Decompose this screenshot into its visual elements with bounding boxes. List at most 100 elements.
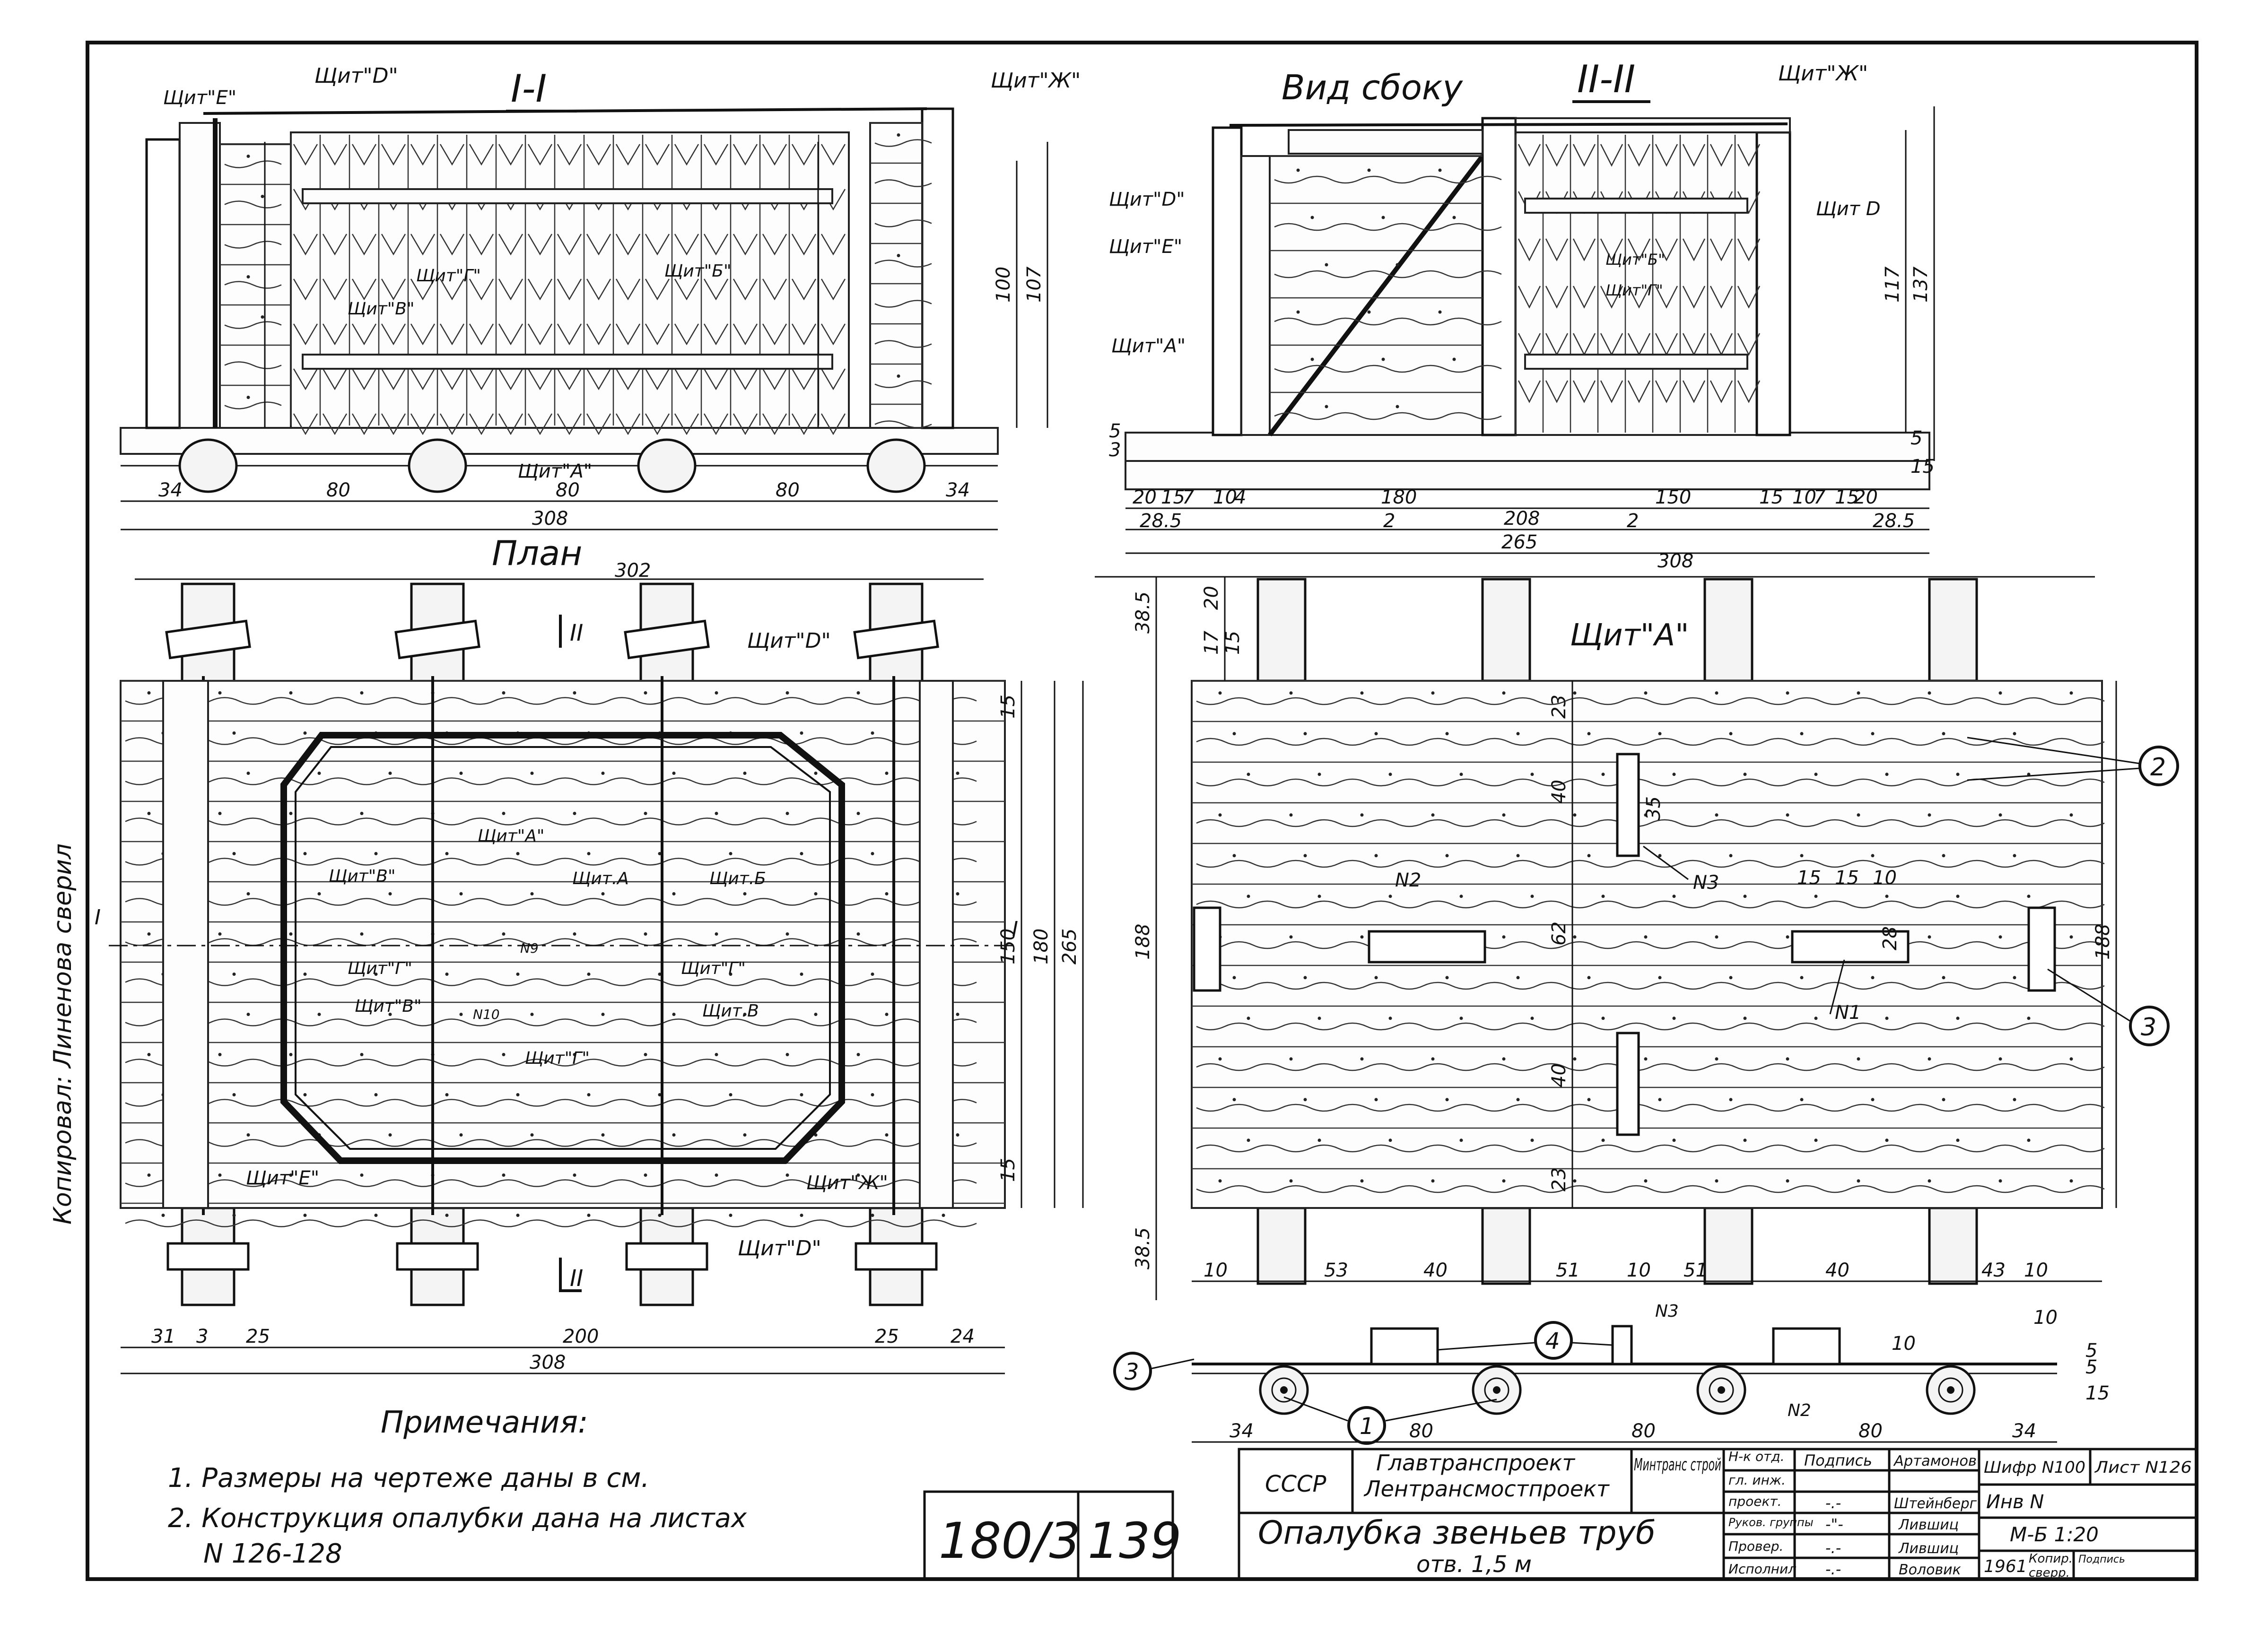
sa-dim-bottom-7: 40 [1825, 1260, 1849, 1281]
sv-dim-28a: 28.5 [1140, 510, 1182, 532]
sa-dim-38b: 38.5 [1132, 1227, 1154, 1269]
bv-dim-5a: 5 [2085, 1340, 2097, 1362]
sa-dim-35: 35 [1643, 796, 1665, 820]
sv-dim-117: 117 [1882, 266, 1903, 303]
sv-label-d: Щит"D" [1109, 189, 1185, 210]
shield-a-post-top-1 [1256, 578, 1307, 682]
tb-role-1: Н-к отд. [1728, 1449, 1785, 1464]
s1-label-g: Щит"Г" [416, 266, 481, 286]
sv-dim-left-3: 3 [1109, 439, 1121, 461]
sv-dim-28b: 28.5 [1873, 510, 1915, 532]
side-view-title: Вид сбоку [1282, 68, 1463, 107]
notes-title: Примечания: [381, 1405, 588, 1440]
log-1 [178, 438, 238, 493]
plan-label-n9: N9 [520, 940, 539, 956]
sv-dim-row1-11: 15 [1835, 487, 1859, 508]
plan-label-g1: Щит"Г" [348, 959, 412, 978]
plan-dim-25b: 25 [875, 1326, 899, 1347]
shield-a-post-top-2 [1481, 578, 1531, 682]
bv-dim-80a: 80 [1409, 1420, 1433, 1442]
sa-dim-t10: 10 [1873, 867, 1897, 889]
tb-code: Шифр N100 [1984, 1458, 2085, 1477]
tb-sheet: Лист N126 [2094, 1458, 2192, 1477]
shield-a-posts [1256, 578, 1978, 1285]
sv-label-d2: Щит D [1816, 198, 1881, 220]
side-view: Вид сбоку II-II Щит"Ж" Щит"D" Щит"Е" Щит… [1109, 57, 1935, 554]
sa-callout-2-text: 2 [2150, 753, 2166, 782]
bv-callout-4-text: 4 [1545, 1328, 1560, 1355]
plan-label-v1: Щит"В" [329, 867, 396, 886]
tb-signature-header: Подпись [1804, 1451, 1872, 1469]
plan-dim-15a: 15 [997, 695, 1019, 719]
sv-dim-row1-5: 4 [1234, 487, 1246, 508]
sv-dim-row1-3: 7 [1182, 487, 1195, 508]
sa-callout-3 [2129, 1006, 2170, 1046]
sa-dim-40b: 40 [1548, 1063, 1570, 1087]
page-number: 139 [1088, 1512, 1182, 1570]
plan-dim-top: 302 [615, 560, 651, 582]
plan-inner-form [280, 732, 845, 1164]
sv-dim-2a: 2 [1383, 510, 1395, 532]
notes-item-1: 1. Размеры на чертеже даны в см. [168, 1463, 649, 1494]
section-1-view: I-I Щит"Е" Щит"D" Щит"Ж" Щит"Г" [120, 64, 1081, 530]
sv-dim-5: 5 [1910, 427, 1922, 449]
plan-label-a1: Щит"А" [478, 826, 545, 846]
s1-dim-100: 100 [993, 267, 1014, 303]
sa-callout-3-text: 3 [2141, 1013, 2156, 1042]
s1-dim-80b: 80 [556, 479, 580, 501]
tb-name-4: Лившиц [1898, 1540, 1959, 1557]
tb-copy-sub: Подпись [2078, 1554, 2125, 1565]
section-1-title: I-I [511, 67, 547, 111]
sv-dim-15: 15 [1910, 456, 1935, 478]
sa-marker-n3: N3 [1693, 872, 1719, 894]
tb-org2: Лентрансмостпроект [1363, 1476, 1610, 1502]
s1-label-zh: Щит"Ж" [991, 69, 1081, 93]
sa-dim-bottom-4: 51 [1556, 1260, 1580, 1281]
tb-drawing-subtitle: отв. 1,5 м [1416, 1551, 1532, 1578]
plan-mark-II-bottom: II [570, 1265, 583, 1292]
album-number: 180/3 [939, 1512, 1081, 1570]
tb-country: СССР [1265, 1471, 1326, 1497]
plan-dim-total: 308 [530, 1352, 566, 1373]
sa-dim-23a: 23 [1548, 695, 1570, 719]
shield-a-post-bottom-3 [1703, 1207, 1753, 1285]
s1-dim-total: 308 [532, 508, 568, 530]
bv-marker-n2: N2 [1788, 1401, 1811, 1420]
bv-callout-3-text: 3 [1125, 1359, 1139, 1385]
sa-dim-38a: 38.5 [1132, 591, 1154, 634]
tb-dash-2: -"- [1825, 1515, 1843, 1533]
log-4 [866, 438, 926, 493]
bottom-view-wheels [1259, 1365, 1976, 1415]
tb-org1: Главтранспроект [1376, 1450, 1575, 1476]
notes-block: Примечания: 1. Размеры на чертеже даны в… [168, 1405, 747, 1569]
sv-label-g: Щит"Г" [1605, 281, 1663, 299]
plan-dim-31: 31 [151, 1326, 175, 1347]
bv-dim-5b: 5 [2085, 1356, 2097, 1378]
sv-label-a: Щит"А" [1111, 335, 1186, 357]
sa-dim-23b: 23 [1548, 1167, 1570, 1191]
plan-label-b: Щит.Б [709, 869, 766, 888]
title-block: СССР Главтранспроект Лентрансмостпроект … [1238, 1448, 2198, 1581]
sa-dim-bottom-2: 53 [1324, 1260, 1348, 1281]
tb-dash-3: -.- [1825, 1539, 1841, 1557]
sv-dim-2b: 2 [1627, 510, 1639, 532]
log-3 [637, 438, 697, 493]
plan-label-d-bottom: Щит"D" [738, 1236, 821, 1260]
s1-dim-80c: 80 [776, 479, 800, 501]
sv-dim-row1-1: 20 [1133, 487, 1157, 508]
sa-marker-n2: N2 [1395, 869, 1421, 891]
sv-dim-row1-7: 150 [1655, 487, 1691, 508]
bv-callout-1-text: 1 [1360, 1413, 1374, 1440]
tb-name-3: Лившиц [1898, 1517, 1959, 1533]
shield-a-view: 308 Щит"А" N2 N3 N1 2 3 38.5 20 17 [1095, 550, 2179, 1300]
shield-a-post-top-4 [1928, 578, 1978, 682]
shield-a-post-bottom-2 [1481, 1207, 1531, 1285]
plan-dim-15b: 15 [997, 1158, 1019, 1182]
sa-dim-bottom-3: 40 [1423, 1260, 1448, 1281]
sa-dim-bottom-9: 10 [2024, 1260, 2048, 1281]
bv-dim-34a: 34 [1230, 1420, 1254, 1442]
plan-label-zh: Щит"Ж" [806, 1172, 888, 1194]
tb-scale: М-Б 1:20 [2010, 1523, 2099, 1546]
sa-dim-40a: 40 [1548, 780, 1570, 804]
